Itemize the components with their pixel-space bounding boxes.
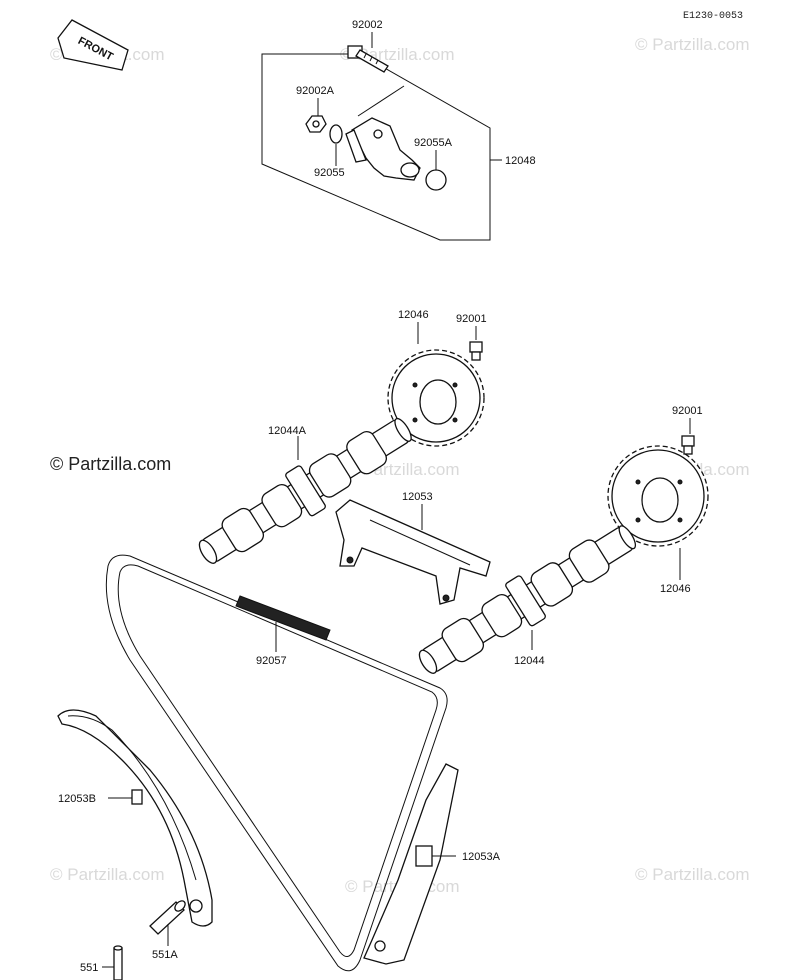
label-12053B: 12053B bbox=[58, 793, 96, 805]
o-ring-92055 bbox=[329, 124, 343, 144]
o-ring-92055A bbox=[425, 169, 447, 191]
label-12044A: 12044A bbox=[268, 425, 307, 437]
partzilla-watermark: © Partzilla.com bbox=[50, 454, 171, 474]
label-92055: 92055 bbox=[314, 167, 345, 179]
diagram-code: E1230-0053 bbox=[683, 11, 743, 22]
label-92001-right: 92001 bbox=[672, 405, 703, 417]
pin-551A bbox=[149, 900, 186, 935]
guide-12053 bbox=[335, 499, 491, 605]
label-12046-top: 12046 bbox=[398, 309, 429, 321]
sprocket-12046-top bbox=[387, 349, 485, 447]
label-12048: 12048 bbox=[505, 155, 536, 167]
label-12044: 12044 bbox=[514, 655, 545, 667]
cam-chain-92057 bbox=[105, 554, 448, 972]
label-551A: 551A bbox=[152, 949, 178, 961]
label-92002A: 92002A bbox=[296, 85, 335, 97]
label-92002: 92002 bbox=[352, 19, 383, 31]
bolt-92001-top bbox=[469, 341, 483, 361]
pin-551 bbox=[113, 945, 123, 980]
bolt-92002 bbox=[347, 45, 389, 73]
bolt-92001-right bbox=[681, 435, 695, 455]
watermark-text: © Partzilla.com bbox=[635, 35, 750, 54]
guide-12053B bbox=[57, 709, 213, 927]
label-12046-right: 12046 bbox=[660, 583, 691, 595]
guide-12053A bbox=[363, 763, 459, 965]
label-12053A: 12053A bbox=[462, 851, 501, 863]
watermark-text: © Partzilla.com bbox=[635, 865, 750, 884]
front-arrow-icon: FRONT bbox=[57, 19, 129, 71]
label-12053: 12053 bbox=[402, 491, 433, 503]
camshaft-12044A bbox=[198, 417, 412, 564]
watermark-text: © Partzilla.com bbox=[50, 865, 165, 884]
label-92057: 92057 bbox=[256, 655, 287, 667]
label-92001-top: 92001 bbox=[456, 313, 487, 325]
label-92055A: 92055A bbox=[414, 137, 453, 149]
nut-92002A bbox=[305, 115, 327, 133]
sprocket-12046-right bbox=[607, 445, 709, 547]
camshaft-12044 bbox=[418, 525, 637, 674]
tensioner-body bbox=[345, 117, 421, 181]
label-551: 551 bbox=[80, 962, 98, 974]
tensioner-assembly bbox=[261, 45, 491, 241]
